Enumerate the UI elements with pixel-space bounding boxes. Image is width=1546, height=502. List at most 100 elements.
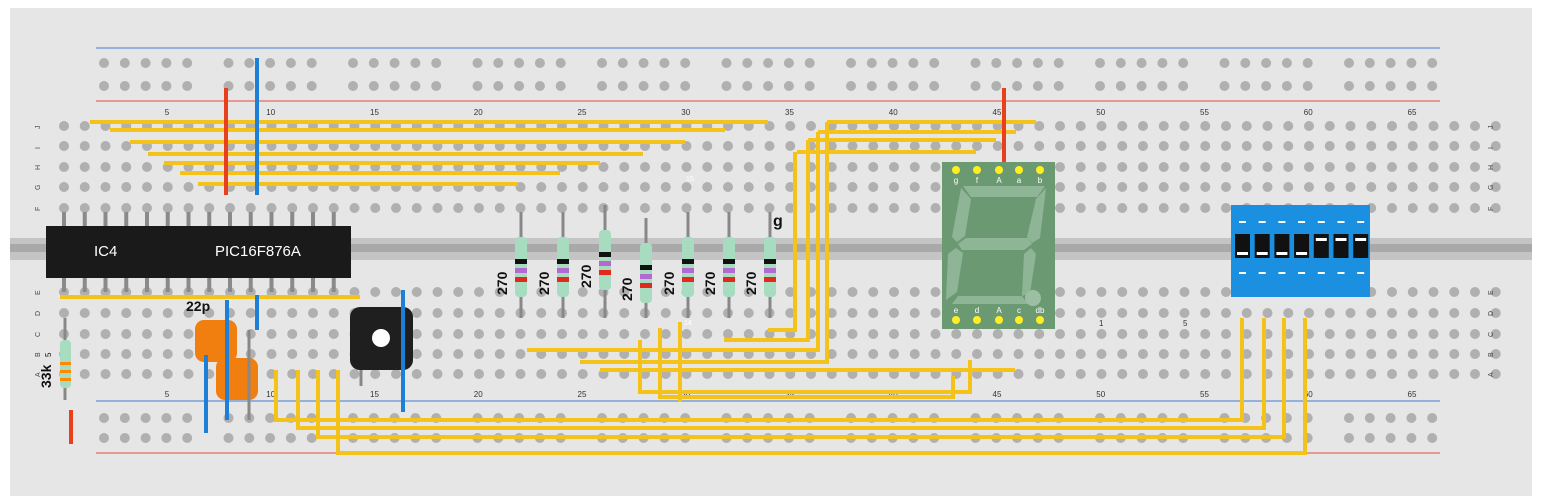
- main-hole: [1221, 162, 1231, 172]
- main-hole: [1075, 203, 1086, 213]
- main-hole: [1324, 349, 1335, 359]
- main-hole: [453, 349, 464, 359]
- rail-hole: [514, 81, 525, 91]
- main-hole: [1490, 349, 1501, 359]
- main-hole: [681, 182, 692, 192]
- rail-hole: [410, 81, 421, 91]
- rail-hole: [244, 433, 255, 443]
- display-pin-top-label: g: [954, 176, 958, 185]
- main-hole: [1013, 141, 1024, 151]
- main-hole: [1138, 182, 1148, 192]
- ic-pin-top: [290, 212, 295, 226]
- main-hole: [1304, 308, 1314, 318]
- display-pin-top: [1015, 166, 1023, 174]
- main-hole: [930, 349, 941, 359]
- main-hole: [1034, 141, 1045, 151]
- main-hole: [1055, 182, 1065, 192]
- main-hole: [681, 329, 692, 339]
- ic-pin-top: [228, 212, 232, 226]
- ic-pin-bottom: [331, 278, 336, 292]
- main-hole: [1179, 203, 1190, 213]
- main-hole: [79, 308, 90, 318]
- rail-hole: [783, 58, 794, 68]
- ic-pin-top: [103, 212, 108, 226]
- main-hole: [1096, 203, 1107, 213]
- yellow-wire: [638, 340, 972, 394]
- main-hole: [183, 308, 194, 318]
- main-hole: [1117, 369, 1128, 379]
- dip-switch-mark-bottom: [1298, 272, 1306, 274]
- main-hole: [515, 369, 526, 379]
- rail-hole: [119, 81, 130, 91]
- ic-pin-top: [207, 212, 212, 226]
- main-hole: [868, 329, 879, 339]
- column-number-bottom: 55: [1200, 390, 1209, 399]
- main-hole: [640, 203, 650, 213]
- resistor-band-1: [682, 259, 694, 264]
- main-hole: [1117, 349, 1128, 359]
- main-hole: [59, 308, 69, 318]
- main-hole: [162, 349, 173, 359]
- main-hole: [1055, 287, 1065, 297]
- main-hole: [1324, 182, 1335, 192]
- main-hole: [1158, 121, 1169, 131]
- dip-switch-lever: [1335, 238, 1347, 241]
- ic-pin-bottom: [311, 278, 315, 292]
- rail-hole: [1385, 58, 1396, 68]
- main-hole: [121, 203, 132, 213]
- main-hole: [1075, 308, 1086, 318]
- main-hole: [889, 203, 899, 213]
- main-hole: [1158, 182, 1169, 192]
- main-hole: [660, 287, 671, 297]
- main-hole: [1470, 203, 1480, 213]
- main-hole: [868, 203, 879, 213]
- small-label-5: 5: [1183, 319, 1188, 328]
- main-hole: [100, 141, 111, 151]
- main-hole: [1096, 349, 1107, 359]
- display-segment: [952, 188, 971, 242]
- display-pin-bottom-label: db: [1036, 306, 1045, 315]
- main-hole: [1138, 203, 1148, 213]
- main-hole: [79, 162, 90, 172]
- rail-hole: [1302, 58, 1313, 68]
- main-hole: [266, 308, 277, 318]
- main-hole: [1200, 141, 1211, 151]
- main-hole: [1428, 141, 1439, 151]
- main-hole: [162, 182, 173, 192]
- dip-switch-mark-top: [1337, 221, 1345, 223]
- main-hole: [1304, 121, 1314, 131]
- ic-pin-bottom: [186, 278, 191, 292]
- rail-hole: [1427, 58, 1438, 68]
- main-hole: [1158, 308, 1169, 318]
- main-hole: [1490, 203, 1501, 213]
- ic-pin-bottom: [103, 278, 108, 292]
- main-hole: [1428, 369, 1439, 379]
- main-hole: [619, 162, 630, 172]
- main-hole: [183, 203, 194, 213]
- main-hole: [411, 349, 422, 359]
- main-hole: [1117, 308, 1128, 318]
- main-hole: [328, 308, 339, 318]
- display-pin-bottom: [995, 316, 1003, 324]
- main-hole: [992, 349, 1003, 359]
- rail-hole: [431, 58, 442, 68]
- main-hole: [1324, 308, 1335, 318]
- main-hole: [764, 203, 775, 213]
- main-hole: [1158, 369, 1169, 379]
- main-hole: [162, 329, 173, 339]
- rail-hole: [182, 58, 193, 68]
- rail-hole: [431, 81, 442, 91]
- main-hole: [1449, 182, 1460, 192]
- rail-hole: [597, 81, 607, 91]
- main-hole: [1387, 141, 1397, 151]
- ic-body: [46, 226, 351, 278]
- dip-switch-mark-bottom: [1258, 272, 1266, 274]
- main-hole: [847, 329, 858, 339]
- main-hole: [432, 308, 443, 318]
- resistor-value-label: 270: [494, 271, 510, 295]
- grid-labels: 5510101515202025253030353540404545505055…: [35, 108, 1495, 399]
- small-label-15: 15: [686, 176, 694, 183]
- ic-chip: IC4 PIC16F876A: [46, 212, 351, 292]
- main-hole: [702, 182, 713, 192]
- ic-designator: IC4: [94, 243, 117, 260]
